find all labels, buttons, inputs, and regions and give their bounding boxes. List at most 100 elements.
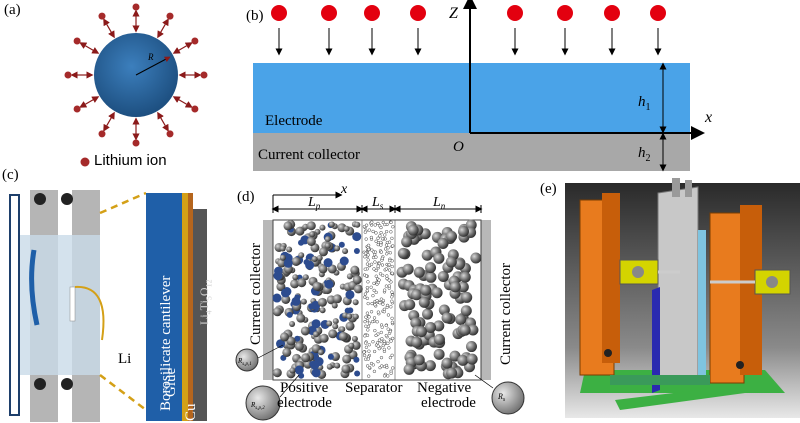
separator-particle bbox=[371, 294, 375, 298]
separator-particle bbox=[366, 243, 371, 248]
glue-layer bbox=[182, 193, 188, 421]
lithium-counter-electrode bbox=[69, 286, 76, 322]
separator-particle bbox=[377, 338, 382, 342]
negative-particle bbox=[407, 224, 419, 236]
negative-particle bbox=[445, 256, 457, 268]
ion-flux-arrows bbox=[275, 28, 662, 56]
separator-particle bbox=[380, 256, 384, 260]
separator-particle bbox=[374, 231, 378, 235]
separator-particle bbox=[388, 258, 392, 263]
positive-particle bbox=[272, 293, 282, 303]
separator-particle bbox=[385, 274, 389, 278]
positive-particle bbox=[279, 245, 286, 252]
separator-particle bbox=[391, 366, 395, 370]
positive-particle bbox=[339, 256, 349, 266]
negative-particle bbox=[441, 357, 453, 369]
positive-particle bbox=[327, 353, 334, 360]
separator-particle bbox=[374, 333, 378, 338]
positive-particle bbox=[298, 252, 305, 259]
positive-particle bbox=[281, 294, 291, 304]
positive-particle bbox=[294, 341, 304, 351]
lithium-ion bbox=[73, 105, 81, 113]
lithium-ion-group bbox=[64, 3, 208, 147]
separator-particle bbox=[389, 339, 393, 343]
separator-particle bbox=[373, 250, 378, 254]
separator-particle bbox=[386, 341, 390, 345]
r-n-label: Rs bbox=[497, 392, 506, 403]
glue-label: Glue bbox=[163, 367, 179, 397]
negative-particle bbox=[410, 317, 422, 329]
lithium-ion bbox=[73, 37, 81, 45]
x-axis-label-d: x bbox=[340, 182, 348, 197]
separator-particle bbox=[376, 359, 380, 364]
separator-particle bbox=[379, 250, 384, 254]
positive-particle bbox=[276, 339, 286, 349]
separator-particle bbox=[389, 230, 393, 234]
negative-particle bbox=[466, 353, 478, 365]
positive-particle bbox=[311, 368, 321, 378]
separator-particle bbox=[374, 290, 378, 295]
separator-particle bbox=[362, 353, 367, 358]
separator-particle bbox=[364, 345, 369, 349]
separator-particle bbox=[369, 235, 374, 240]
separator-particle bbox=[387, 284, 392, 288]
separator-particle bbox=[387, 263, 391, 267]
ion-flux-arrow bbox=[103, 111, 115, 132]
negative-particle bbox=[459, 324, 471, 336]
lithium-ion bbox=[191, 105, 199, 113]
positive-particle bbox=[344, 307, 351, 314]
separator-particle bbox=[378, 272, 383, 276]
negative-particle bbox=[437, 270, 449, 282]
separator-particle bbox=[384, 229, 389, 234]
separator-particle bbox=[380, 364, 384, 368]
positive-particle bbox=[300, 326, 310, 336]
positive-particle bbox=[272, 368, 282, 378]
separator-particle bbox=[390, 264, 394, 269]
separator-particle bbox=[390, 271, 394, 275]
cell-cross-section: x Lp Ls Ln Current collector Current col… bbox=[235, 182, 525, 421]
separator-particle bbox=[379, 230, 383, 235]
separator-particle bbox=[379, 297, 384, 301]
negative-particle bbox=[431, 287, 443, 299]
lto-layer bbox=[193, 209, 207, 421]
separator-particle bbox=[386, 327, 390, 331]
positive-particle bbox=[352, 275, 362, 285]
negative-particle bbox=[465, 341, 477, 353]
separator-particle bbox=[372, 288, 376, 293]
screw-2 bbox=[61, 193, 73, 205]
negative-particle bbox=[457, 354, 469, 366]
positive-particle bbox=[286, 311, 293, 318]
separator-particle bbox=[377, 261, 381, 266]
separator-particle bbox=[390, 316, 394, 320]
positive-particle bbox=[286, 336, 296, 346]
positive-particle bbox=[345, 290, 355, 300]
r-p2-label: Rs,p,2 bbox=[250, 401, 265, 411]
li-label: Li bbox=[118, 351, 131, 367]
positive-particle bbox=[338, 241, 345, 248]
ion-flux-arrow bbox=[103, 18, 115, 39]
separator-particle bbox=[365, 311, 370, 315]
separator-particle bbox=[385, 252, 389, 256]
positive-particle bbox=[346, 313, 353, 320]
positive-particle bbox=[326, 363, 333, 370]
separator-particle bbox=[379, 243, 383, 247]
negative-particle bbox=[424, 360, 436, 372]
separator-particle bbox=[384, 323, 388, 328]
separator-particle bbox=[366, 324, 371, 329]
positive-particle bbox=[334, 362, 341, 369]
separator-particle bbox=[370, 301, 374, 306]
separator-particle bbox=[384, 284, 389, 288]
negative-particle bbox=[421, 249, 433, 261]
separator-particle bbox=[366, 258, 370, 262]
positive-particle bbox=[310, 360, 320, 370]
ion-flux-arrow bbox=[79, 42, 100, 54]
positive-particle bbox=[312, 281, 322, 291]
separator-particle bbox=[379, 330, 383, 335]
lithium-ion-icon bbox=[80, 157, 90, 167]
positive-particle bbox=[282, 347, 292, 357]
cu-label: Cu bbox=[183, 403, 199, 421]
negative-particle bbox=[449, 281, 461, 293]
glass-window bbox=[9, 194, 20, 416]
frame-right-front bbox=[709, 212, 745, 384]
screw-4 bbox=[61, 378, 73, 390]
